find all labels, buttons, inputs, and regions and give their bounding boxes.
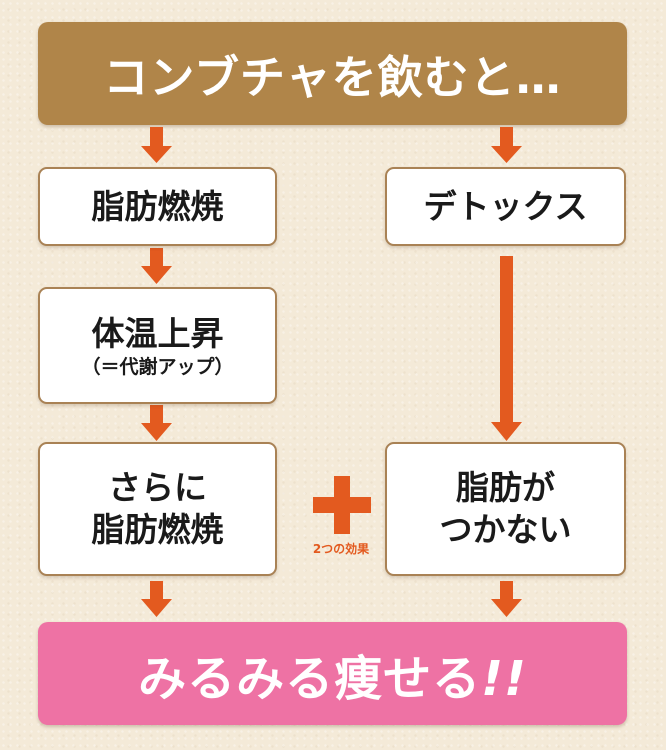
left-step3-line2: 脂肪燃焼 [91,510,224,549]
left-step-body-temp: 体温上昇 （＝代謝アップ） [38,287,277,404]
arrow-down-icon [141,405,172,441]
right-step2-line1: 脂肪が [456,468,555,507]
header-banner: コンブチャを飲むと… [38,22,627,125]
left-step2-text: 体温上昇 [91,313,224,353]
arrow-down-icon [141,127,172,163]
right-step2-line2: つかない [439,510,572,549]
left-step3-line1: さらに [108,468,207,507]
right-step-no-fat: 脂肪が つかない [385,442,626,576]
arrow-down-icon [141,581,172,617]
left-step-more-fat-burning: さらに 脂肪燃焼 [38,442,277,576]
left-step-fat-burning: 脂肪燃焼 [38,167,277,246]
result-emphasis: !! [481,650,527,707]
arrow-down-icon [491,256,522,441]
result-banner: みるみる痩せる!! [38,622,627,725]
arrow-down-icon [141,248,172,284]
left-step2-subtext: （＝代謝アップ） [81,355,234,378]
right-step-detox: デトックス [385,167,626,246]
left-step1-text: 脂肪燃焼 [91,186,224,226]
plus-icon [313,476,371,534]
arrow-down-icon [491,127,522,163]
result-text: みるみる痩せる [138,650,482,707]
header-title: コンブチャを飲むと… [103,51,562,104]
arrow-down-icon [491,581,522,617]
combiner-label: 2つの効果 [312,542,370,556]
result-text-wrapper: みるみる痩せる!! [138,639,527,709]
right-step1-text: デトックス [423,186,588,226]
